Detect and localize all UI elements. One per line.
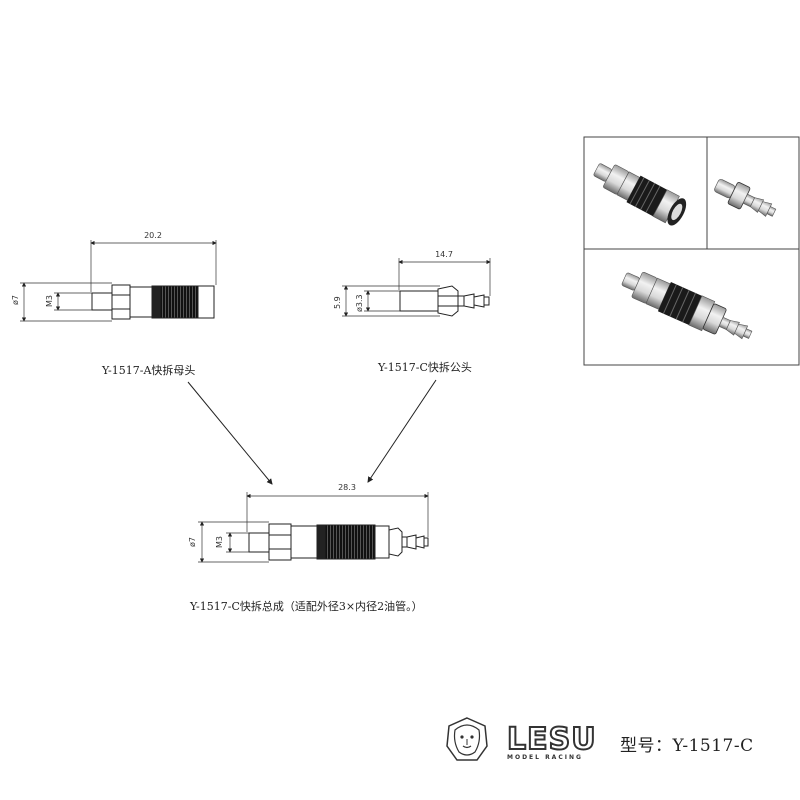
male-connector-caption: Y-1517-C快拆公头	[378, 361, 472, 374]
assembly-dimension-lines	[198, 492, 429, 563]
male-dimension-lines	[342, 258, 491, 317]
female-coupler-photo	[593, 163, 687, 226]
male-length-label: 14.7	[435, 250, 453, 259]
male-diameter-label: 5.9	[333, 296, 342, 309]
male-to-assembly-arrow	[367, 379, 437, 483]
assembly-photo	[621, 271, 753, 340]
assembly-thread-label: M3	[215, 536, 224, 548]
assembly-length-label: 28.3	[338, 483, 356, 492]
brand-logo-subtext: MODEL RACING	[507, 754, 583, 761]
assembly-caption: Y-1517-C快拆总成（适配外径3×内径2油管。）	[190, 600, 423, 613]
product-photo-panels	[583, 136, 800, 366]
male-nipple-photo	[714, 179, 777, 217]
assembly-drawing	[248, 523, 429, 561]
female-to-assembly-arrow	[187, 381, 273, 485]
model-number: 型号：Y-1517-C	[620, 736, 754, 756]
male-connector-drawing	[399, 285, 490, 317]
female-connector-caption: Y-1517-A快拆母头	[102, 364, 196, 377]
male-inner-diameter-label: ø3.3	[355, 294, 364, 312]
female-connector-drawing	[91, 284, 215, 320]
female-thread-label: M3	[45, 295, 54, 307]
female-length-label: 20.2	[144, 231, 162, 240]
female-diameter-label: ø7	[11, 295, 20, 305]
lion-logo-icon	[446, 717, 488, 761]
female-dimension-lines	[20, 240, 217, 322]
brand-logo-text: LESU	[506, 721, 597, 758]
assembly-diameter-label: ø7	[188, 537, 197, 547]
